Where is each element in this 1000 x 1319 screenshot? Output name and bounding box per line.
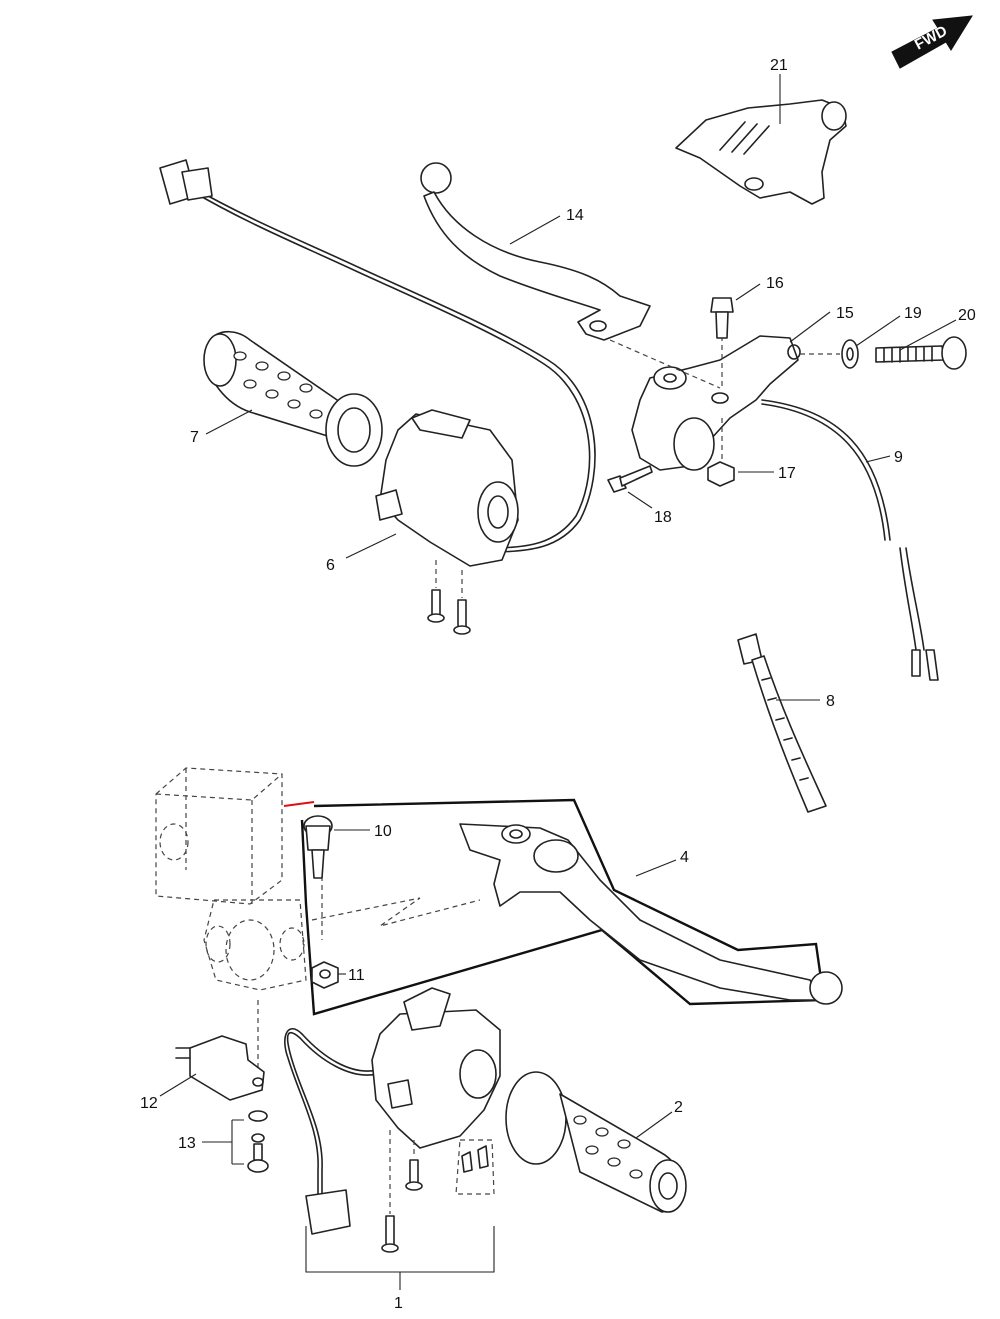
switch-cable-9	[761, 399, 939, 681]
callout-15: 15	[836, 305, 854, 322]
callout-18: 18	[654, 509, 672, 526]
callout-4: 4	[680, 849, 689, 866]
brake-lever-4	[459, 823, 843, 1005]
master-cylinder-outline	[155, 767, 481, 1090]
callout-8: 8	[826, 693, 835, 710]
callout-16: 16	[766, 275, 784, 292]
left-switch-housing-6	[159, 159, 596, 635]
cable-tie-8	[737, 633, 827, 813]
left-grip-7	[203, 330, 383, 467]
nut-11	[311, 961, 339, 989]
pivot-bolt-10	[303, 815, 333, 879]
adjuster-screw-20	[875, 336, 967, 370]
callout-13: 13	[178, 1135, 196, 1152]
right-switch-housing-1	[284, 987, 501, 1273]
callout-10: 10	[374, 823, 392, 840]
callout-20: 20	[958, 307, 976, 324]
callout-9: 9	[894, 449, 903, 466]
callout-2: 2	[674, 1099, 683, 1116]
callout-1: 1	[394, 1295, 403, 1312]
nut-17	[707, 461, 735, 487]
callout-6: 6	[326, 557, 335, 574]
fwd-arrow-icon: FWD	[891, 15, 973, 69]
brake-switch-12	[175, 1035, 265, 1101]
screw-set-13	[231, 1110, 269, 1173]
callout-11: 11	[348, 967, 365, 984]
lever-perch	[609, 335, 840, 471]
right-grip-2	[505, 1071, 687, 1213]
upper-lever	[420, 162, 651, 341]
bolt-16	[710, 297, 734, 339]
lever-guard	[675, 99, 847, 205]
callout-17: 17	[778, 465, 796, 482]
callout-14: 14	[566, 207, 584, 224]
nut-19	[841, 339, 859, 369]
callout-21: 21	[770, 57, 788, 74]
bolt-18	[607, 465, 653, 493]
callout-12: 12	[140, 1095, 158, 1112]
callout-labels: 21 14 16 15 19 20 7 17 9 18 6 8 10 4 11 …	[140, 57, 976, 1312]
callout-19: 19	[904, 305, 922, 322]
callout-7: 7	[190, 429, 199, 446]
